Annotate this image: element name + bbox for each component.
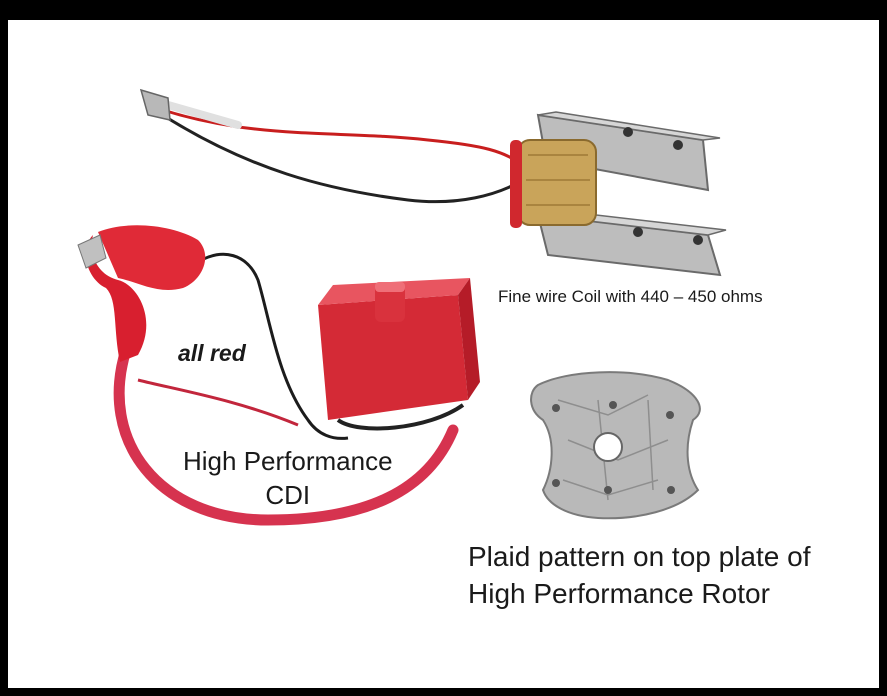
cdi-unit <box>77 225 480 526</box>
all-red-caption: all red <box>178 340 246 366</box>
rotor-caption: Plaid pattern on top plate of High Perfo… <box>468 538 810 612</box>
cdi-caption: High Performance CDI <box>183 444 393 512</box>
product-photo <box>77 88 727 526</box>
coil-caption: Fine wire Coil with 440 – 450 ohms <box>498 287 763 306</box>
rotor-caption-line: High Performance Rotor <box>468 578 770 609</box>
cdi-caption-line: CDI <box>265 480 311 510</box>
rotor-plate <box>530 371 701 520</box>
rotor-caption-line: Plaid pattern on top plate of <box>468 541 811 572</box>
cdi-caption-line: High Performance <box>183 446 393 476</box>
ignition-coil <box>139 88 727 277</box>
photo-panel: Fine wire Coil with 440 – 450 ohms all r… <box>8 20 879 688</box>
